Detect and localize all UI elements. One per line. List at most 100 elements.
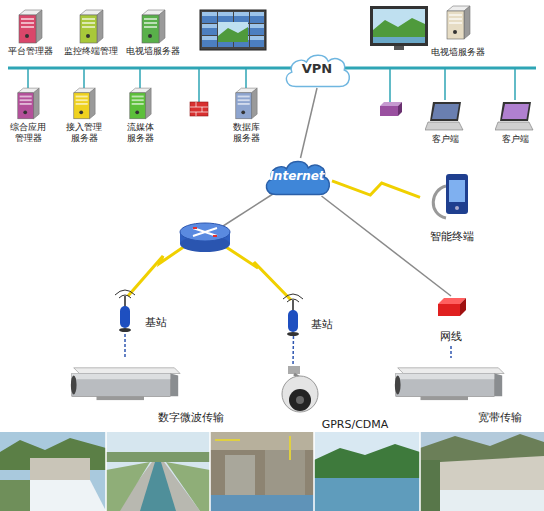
video-wall xyxy=(218,27,248,42)
photo-strip xyxy=(440,456,544,490)
video-wall xyxy=(202,12,264,48)
server-icons xyxy=(18,88,39,119)
photo-strip xyxy=(314,444,420,478)
photo-strip xyxy=(0,432,544,511)
device-node: 基站 xyxy=(280,292,342,336)
server-icons xyxy=(130,88,151,119)
photo-strip xyxy=(106,452,210,462)
tv-screen xyxy=(370,6,428,50)
network-cloud: VPN xyxy=(282,52,352,88)
switch-icon xyxy=(380,102,402,116)
network-link xyxy=(301,88,318,158)
backbone-bus xyxy=(444,68,446,100)
router-icon xyxy=(193,228,217,236)
server-icons xyxy=(447,6,470,39)
device-label: 流媒体服务器 xyxy=(125,122,155,144)
dashed-link xyxy=(450,346,452,358)
device-label: 监控终端管理 xyxy=(60,46,122,57)
server-icons xyxy=(19,10,42,43)
network-cloud: Internet xyxy=(262,158,332,196)
smart-terminal-icon xyxy=(446,174,468,214)
backbone-bus xyxy=(139,68,141,88)
server-icons xyxy=(142,10,165,43)
cloud-label: Internet xyxy=(262,169,332,183)
tv-screen xyxy=(373,9,425,43)
video-wall xyxy=(200,10,266,50)
device-node: 数字微波传输 xyxy=(66,358,238,428)
photo-strip xyxy=(210,432,314,511)
device-node: 客户端 xyxy=(422,86,468,148)
photo-strip xyxy=(210,495,314,511)
network-cable-box xyxy=(438,304,460,316)
device-node: 监控终端管理 xyxy=(60,4,122,60)
network-link xyxy=(322,196,452,296)
antenna-icon xyxy=(115,290,303,336)
laptop-icons xyxy=(495,102,533,130)
network-cable-box xyxy=(438,298,466,316)
camera-icons xyxy=(296,396,304,404)
tv-screen xyxy=(373,37,425,43)
device-label: 平台管理器 xyxy=(4,46,56,57)
device-label: 智能终端 xyxy=(420,230,484,243)
antenna-icon xyxy=(283,294,303,336)
backbone-bus xyxy=(245,68,247,88)
photo-strip xyxy=(106,432,210,511)
laptop-icons xyxy=(425,102,533,130)
camera-icons xyxy=(288,366,300,374)
device-node: 智能终端 xyxy=(420,170,484,248)
smart-terminal-icon xyxy=(433,174,468,218)
backbone-bus xyxy=(83,68,85,88)
camera-icons xyxy=(282,376,318,412)
switch-icon xyxy=(398,102,402,116)
server-icons xyxy=(80,10,103,43)
firewall-icon xyxy=(190,102,208,116)
device-node: 客户端 xyxy=(492,86,538,148)
wireless-link xyxy=(332,181,420,198)
firewall-icon xyxy=(190,102,208,116)
router-icon xyxy=(220,192,276,228)
device-label: 客户端 xyxy=(492,134,538,145)
cloud-label: VPN xyxy=(282,61,352,77)
device-node: 网线 xyxy=(428,296,474,346)
photo-strip xyxy=(420,460,440,511)
device-label: 宽带传输 xyxy=(466,411,534,424)
device-label: 电视墙服务器 xyxy=(426,47,490,58)
photo-strip xyxy=(166,462,210,511)
photo-strip xyxy=(314,478,420,511)
device-node: 基站 xyxy=(112,290,174,334)
photo-strip xyxy=(0,432,106,511)
device-node: 宽带传输 xyxy=(388,358,538,428)
tv-screen xyxy=(373,18,425,43)
device-node: 流媒体服务器 xyxy=(120,84,160,148)
device-label: 电视墙服务器 xyxy=(122,46,184,57)
backbone-bus xyxy=(514,68,516,100)
video-wall xyxy=(218,22,248,42)
backbone-bus xyxy=(389,68,391,104)
backbone-bus xyxy=(198,68,200,102)
server-icons xyxy=(74,88,95,119)
device-label: 基站 xyxy=(140,316,172,329)
device-label: 基站 xyxy=(306,318,338,331)
camera-icons xyxy=(395,368,504,400)
device-node: 接入管理服务器 xyxy=(62,84,106,148)
device-label: 综合应用管理器 xyxy=(9,122,47,144)
device-label: 数据库服务器 xyxy=(231,122,261,144)
router-icon xyxy=(226,247,291,300)
photo-strip xyxy=(106,432,420,511)
photo-strip xyxy=(30,458,90,480)
camera-icons xyxy=(289,389,311,411)
backbone-bus xyxy=(8,67,536,70)
photo-strip xyxy=(314,432,420,511)
antenna-icon xyxy=(115,290,135,332)
device-node: 平台管理器 xyxy=(4,4,56,60)
photo-strip xyxy=(420,432,544,511)
photo-strip xyxy=(225,455,255,495)
photo-strip xyxy=(106,462,150,511)
tv-screen xyxy=(394,46,404,50)
router-icon xyxy=(180,223,230,241)
router-icon xyxy=(128,192,291,300)
device-label: 网线 xyxy=(428,330,474,343)
device-label: GPRS/CDMA xyxy=(318,418,392,431)
